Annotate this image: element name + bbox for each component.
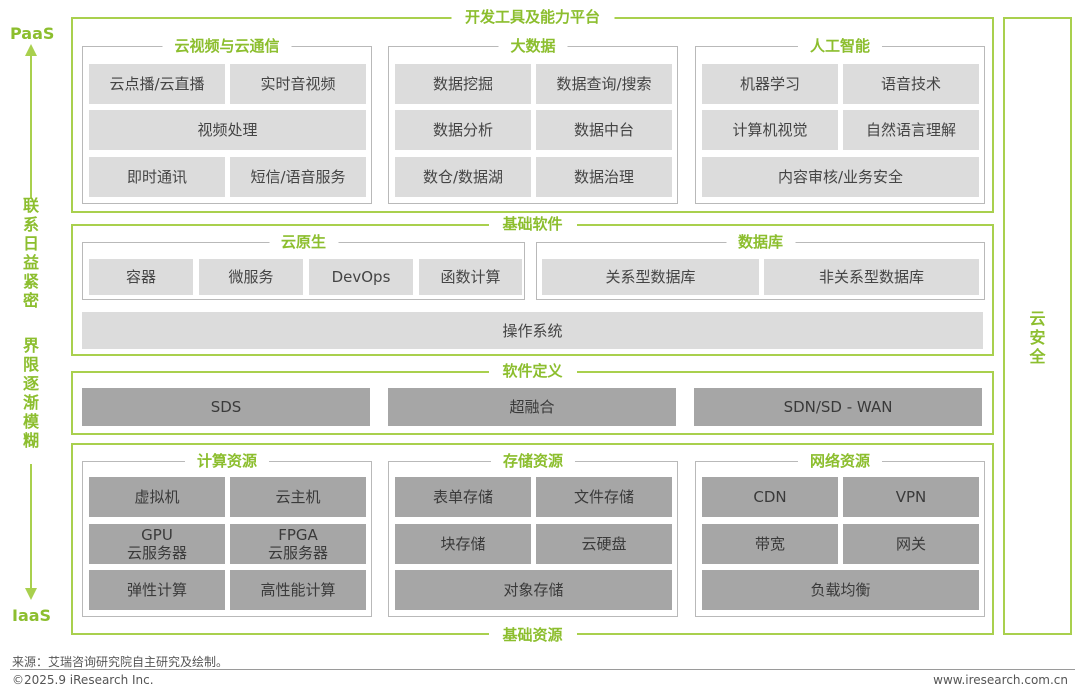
diagram-box: 内容审核/业务安全 — [702, 157, 979, 197]
diagram-box: 数据中台 — [536, 110, 672, 150]
group-title: 大数据 — [498, 37, 568, 55]
diagram-box: 超融合 — [388, 388, 676, 426]
cloud-native-group: 云原生 容器 微服务 DevOps 函数计算 — [82, 233, 525, 300]
diagram-box: 对象存储 — [395, 570, 672, 610]
diagram-box: 数据查询/搜索 — [536, 64, 672, 104]
diagram-box: 负载均衡 — [702, 570, 979, 610]
diagram-box: CDN — [702, 477, 838, 517]
diagram-box: 云点播/云直播 — [89, 64, 225, 104]
base-software-frame: 基础软件 云原生 容器 微服务 DevOps 函数计算 数据库 关系型数据库 非… — [71, 215, 994, 356]
security-char: 云 — [1029, 309, 1046, 328]
diagram-box: 实时音视频 — [230, 64, 366, 104]
ai-group: 人工智能 机器学习 语音技术 计算机视觉 自然语言理解 内容审核/业务安全 — [695, 37, 985, 204]
diagram-box: 高性能计算 — [230, 570, 366, 610]
footer-divider — [10, 669, 1075, 670]
diagram-box: SDS — [82, 388, 370, 426]
diagram-box: 容器 — [89, 259, 193, 295]
diagram-box: FPGA 云服务器 — [230, 524, 366, 564]
diagram-box: 文件存储 — [536, 477, 672, 517]
diagram-box: 弹性计算 — [89, 570, 225, 610]
cloud-security-panel: 云 安 全 — [1003, 17, 1072, 635]
diagram-box: 网关 — [843, 524, 979, 564]
arrow-up-icon — [24, 44, 38, 208]
group-title: 云原生 — [268, 233, 339, 251]
source-note: 来源：艾瑞咨询研究院自主研究及绘制。 — [12, 655, 229, 669]
diagram-box: 微服务 — [199, 259, 303, 295]
group-title: 人工智能 — [797, 37, 883, 55]
dev-platform-title: 开发工具及能力平台 — [450, 8, 615, 26]
group-title: 数据库 — [725, 233, 796, 251]
diagram-box: 非关系型数据库 — [764, 259, 979, 295]
group-title: 存储资源 — [490, 452, 576, 470]
diagram-box: 数据分析 — [395, 110, 531, 150]
diagram-box: 计算机视觉 — [702, 110, 838, 150]
os-box: 操作系统 — [82, 312, 983, 349]
dev-platform-frame: 开发工具及能力平台 云视频与云通信 云点播/云直播 实时音视频 视频处理 即时通… — [71, 8, 994, 213]
diagram-box: 函数计算 — [419, 259, 522, 295]
group-title: 云视频与云通信 — [162, 37, 292, 55]
diagram-box: 虚拟机 — [89, 477, 225, 517]
group-title: 计算资源 — [184, 452, 270, 470]
diagram-box: 关系型数据库 — [542, 259, 759, 295]
paas-label: PaaS — [10, 24, 55, 43]
big-data-group: 大数据 数据挖掘 数据查询/搜索 数据分析 数据中台 数仓/数据湖 数据治理 — [388, 37, 678, 204]
base-resources-title: 基础资源 — [488, 626, 577, 644]
diagram-box: VPN — [843, 477, 979, 517]
diagram-box: 机器学习 — [702, 64, 838, 104]
arrow-down-icon — [24, 462, 38, 606]
storage-group: 存储资源 表单存储 文件存储 块存储 云硬盘 对象存储 — [388, 452, 678, 617]
diagram-box: 数据挖掘 — [395, 64, 531, 104]
security-char: 安 — [1029, 328, 1046, 347]
software-defined-title: 软件定义 — [488, 362, 577, 380]
diagram-box: SDN/SD - WAN — [694, 388, 982, 426]
video-comm-group: 云视频与云通信 云点播/云直播 实时音视频 视频处理 即时通讯 短信/语音服务 — [82, 37, 372, 204]
compute-group: 计算资源 虚拟机 云主机 GPU 云服务器 FPGA 云服务器 弹性计算 高性能… — [82, 452, 372, 617]
diagram-box: 即时通讯 — [89, 157, 225, 197]
website-link[interactable]: www.iresearch.com.cn — [933, 673, 1068, 687]
diagram-box: GPU 云服务器 — [89, 524, 225, 564]
copyright: ©2025.9 iResearch Inc. — [12, 673, 154, 687]
software-defined-frame: 软件定义 SDS 超融合 SDN/SD - WAN — [71, 362, 994, 435]
base-software-title: 基础软件 — [488, 215, 577, 233]
security-char: 全 — [1029, 347, 1046, 366]
diagram-box: 短信/语音服务 — [230, 157, 366, 197]
database-group: 数据库 关系型数据库 非关系型数据库 — [536, 233, 985, 300]
diagram-box: DevOps — [309, 259, 413, 295]
diagram-box: 表单存储 — [395, 477, 531, 517]
diagram-box: 云硬盘 — [536, 524, 672, 564]
diagram-box: 语音技术 — [843, 64, 979, 104]
diagram-box: 云主机 — [230, 477, 366, 517]
diagram-box: 视频处理 — [89, 110, 366, 150]
diagram-box: 自然语言理解 — [843, 110, 979, 150]
iaas-label: IaaS — [12, 606, 52, 625]
group-title: 网络资源 — [797, 452, 883, 470]
diagram-box: 带宽 — [702, 524, 838, 564]
network-group: 网络资源 CDN VPN 带宽 网关 负载均衡 — [695, 452, 985, 617]
axis-text: 联 系 日 益 紧 密 界 限 逐 渐 模 糊 — [22, 196, 39, 450]
diagram-box: 数仓/数据湖 — [395, 157, 531, 197]
base-resources-frame: 基础资源 计算资源 虚拟机 云主机 GPU 云服务器 FPGA 云服务器 弹性计… — [71, 443, 994, 644]
diagram-box: 数据治理 — [536, 157, 672, 197]
diagram-box: 块存储 — [395, 524, 531, 564]
